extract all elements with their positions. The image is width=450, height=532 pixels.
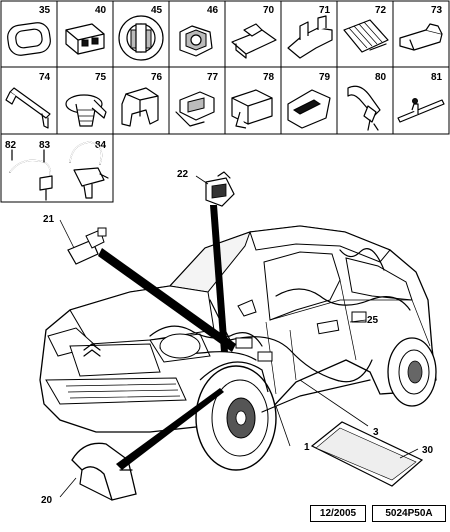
- corrugated-sleeve-icon: [343, 19, 389, 53]
- callout-21: 21: [43, 214, 55, 225]
- part-21-connector: [67, 227, 107, 265]
- leader-22: [210, 205, 228, 352]
- part-20-shield: [71, 442, 137, 501]
- callout-22: 22: [177, 169, 189, 180]
- part-label-72: 72: [375, 5, 387, 16]
- part-label-40: 40: [95, 5, 107, 16]
- diagram-reference: 5024P50A: [372, 505, 446, 522]
- part-label-71: 71: [319, 5, 331, 16]
- grommet-icon: [7, 22, 51, 56]
- clip-icon: [399, 23, 443, 51]
- connector-block-icon: [231, 89, 273, 129]
- callout-30: 30: [422, 445, 434, 456]
- callout-1: 1: [304, 442, 310, 453]
- leader-20: [116, 388, 224, 470]
- part-label-76: 76: [151, 72, 163, 83]
- harness-holder-icon: [121, 87, 159, 127]
- part-label-80: 80: [375, 72, 387, 83]
- part-label-78: 78: [263, 72, 275, 83]
- parts-grid: [0, 0, 450, 203]
- cable-tie-loop-icon: [9, 149, 53, 201]
- callout-20: 20: [41, 495, 53, 506]
- round-clip-icon: [118, 15, 164, 61]
- part-30-pad: [310, 421, 424, 487]
- star-clip-icon: [179, 25, 213, 57]
- part-label-45: 45: [151, 5, 163, 16]
- edge-clip-icon: [175, 91, 215, 127]
- connector-icon: [65, 23, 105, 55]
- cable-tie-icon: [5, 87, 51, 129]
- part-label-75: 75: [95, 72, 107, 83]
- callout-25: 25: [367, 315, 379, 326]
- part-label-70: 70: [263, 5, 275, 16]
- multi-clip-icon: [287, 15, 333, 59]
- leader-bands: [98, 205, 236, 470]
- part-22-clip: [205, 171, 235, 207]
- part-label-73: 73: [431, 5, 443, 16]
- callout-lines: [59, 175, 419, 498]
- date-stamp: 12/2005: [310, 505, 366, 522]
- part-label-83: 83: [39, 140, 51, 151]
- car-illustration: [39, 225, 437, 471]
- part-label-77: 77: [207, 72, 219, 83]
- part-label-79: 79: [319, 72, 331, 83]
- strap-clip-icon: [397, 98, 445, 123]
- part-label-81: 81: [431, 72, 443, 83]
- bracket-clip-icon: [231, 23, 277, 59]
- part-label-35: 35: [39, 5, 51, 16]
- tie-mount-icon: [69, 141, 109, 199]
- part-label-74: 74: [39, 72, 51, 83]
- leader-21: [98, 248, 236, 352]
- part-label-84: 84: [95, 140, 107, 151]
- connector-housing-icon: [287, 89, 331, 129]
- tie-clip-icon: [347, 85, 381, 131]
- push-clip-icon: [65, 94, 107, 127]
- part-label-46: 46: [207, 5, 219, 16]
- callout-3: 3: [373, 427, 379, 438]
- part-label-82: 82: [5, 140, 17, 151]
